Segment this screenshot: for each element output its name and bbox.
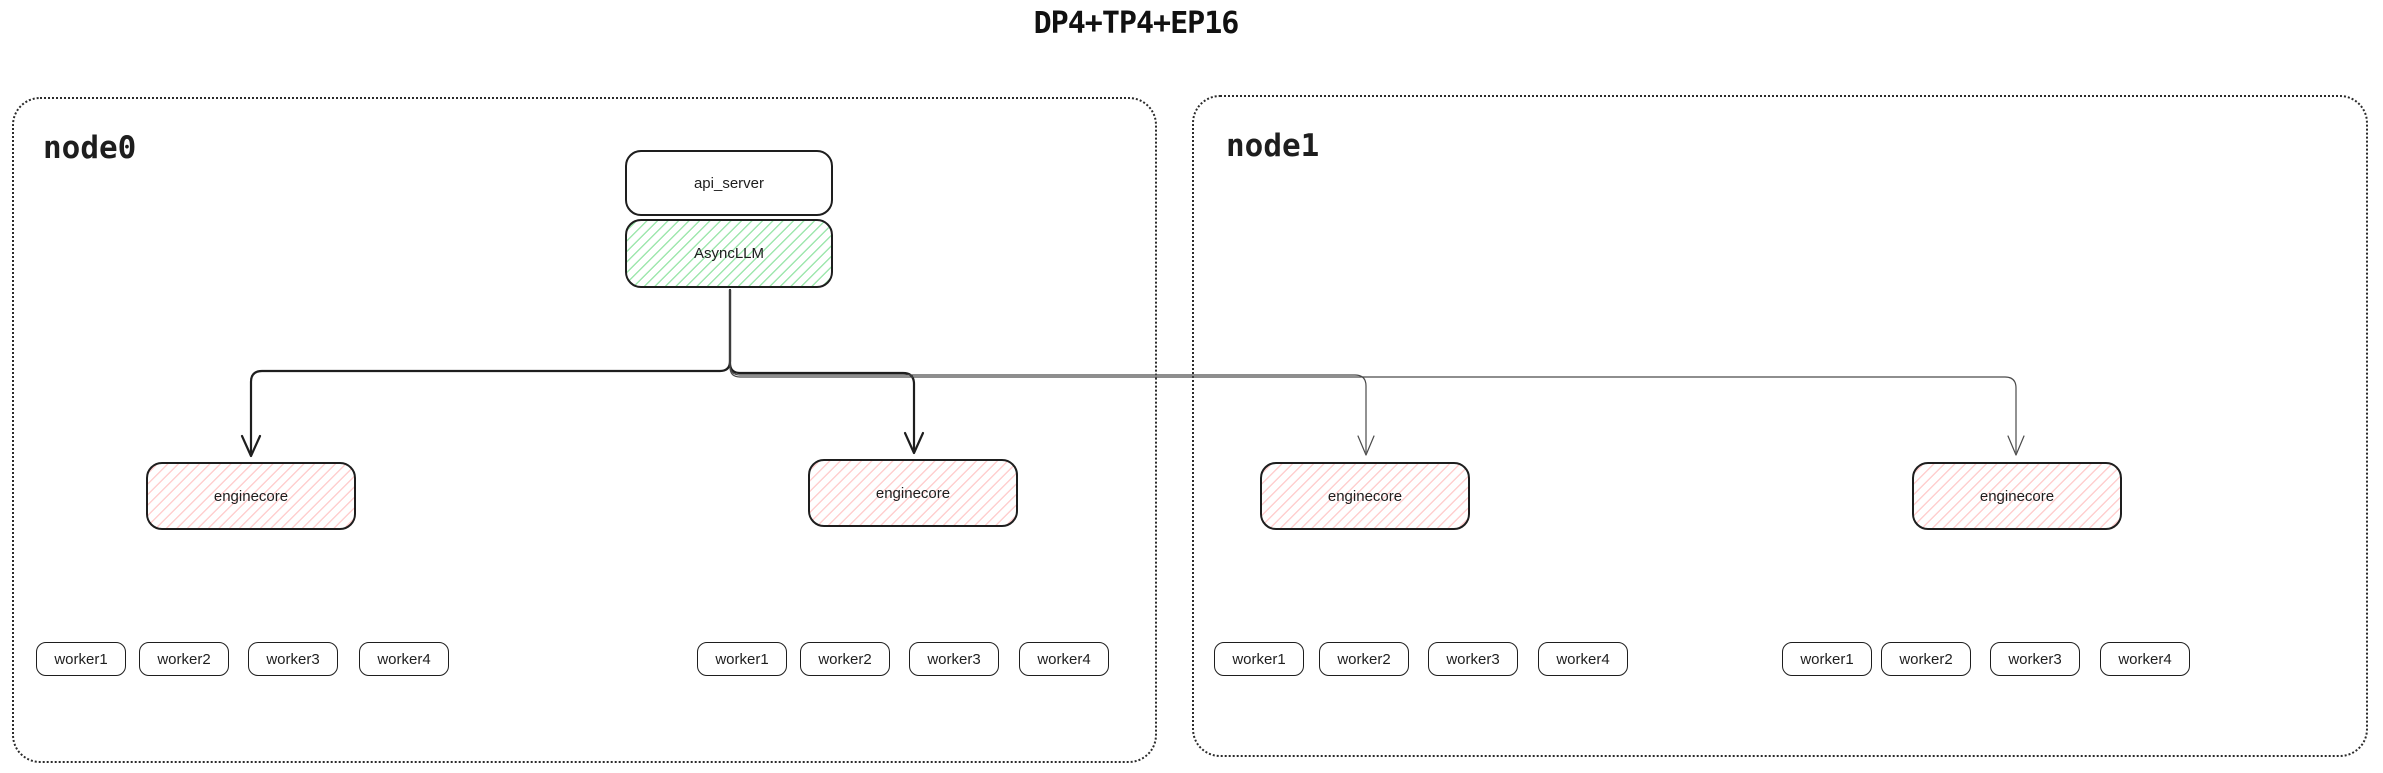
asyncllm-label: AsyncLLM (693, 245, 765, 262)
enginecore-label: enginecore (875, 484, 951, 502)
enginecore-box-2: enginecore (808, 459, 1018, 527)
enginecore-label: enginecore (1979, 487, 2055, 505)
worker-box: worker4 (2100, 642, 2190, 676)
worker-box: worker3 (909, 642, 999, 676)
worker-box: worker2 (139, 642, 229, 676)
worker-box: worker4 (359, 642, 449, 676)
api-server-label: api_server (693, 174, 765, 192)
worker-box: worker2 (1319, 642, 1409, 676)
worker-box: worker1 (1782, 642, 1872, 676)
enginecore-label: enginecore (213, 487, 289, 505)
worker-box: worker1 (697, 642, 787, 676)
worker-box: worker2 (800, 642, 890, 676)
worker-box: worker1 (1214, 642, 1304, 676)
enginecore-label: enginecore (1327, 487, 1403, 505)
enginecore-box-3: enginecore (1260, 462, 1470, 530)
worker-box: worker2 (1881, 642, 1971, 676)
worker-box: worker1 (36, 642, 126, 676)
worker-box: worker3 (1990, 642, 2080, 676)
node0-label: node0 (43, 130, 137, 166)
enginecore-box-1: enginecore (146, 462, 356, 530)
node1-label: node1 (1226, 128, 1320, 164)
asyncllm-box: AsyncLLM (625, 219, 833, 288)
api-server-box: api_server (625, 150, 833, 216)
diagram-title: DP4+TP4+EP16 (1033, 6, 1240, 41)
worker-box: worker4 (1019, 642, 1109, 676)
worker-box: worker3 (248, 642, 338, 676)
worker-box: worker4 (1538, 642, 1628, 676)
enginecore-box-4: enginecore (1912, 462, 2122, 530)
worker-box: worker3 (1428, 642, 1518, 676)
